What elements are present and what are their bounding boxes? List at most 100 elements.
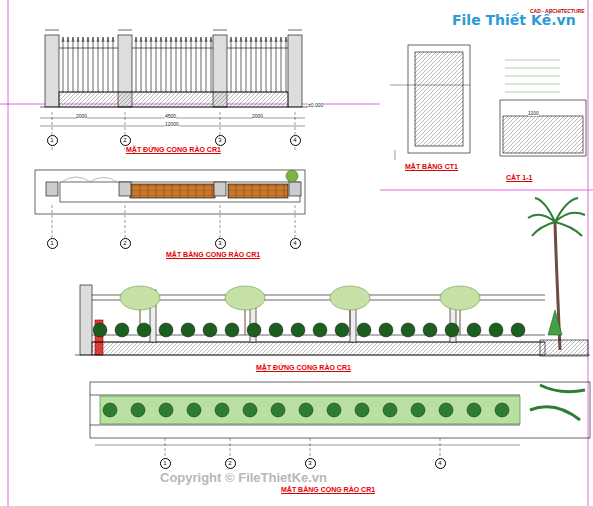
drawing-stroke — [247, 323, 261, 337]
drawing-stroke — [112, 37, 114, 92]
drawing-stroke — [67, 37, 69, 92]
view-title: MẶT BẰNG CỔNG RÀO CR1 — [165, 251, 261, 258]
drawing-stroke — [120, 286, 160, 310]
grid-bubble: 1 — [47, 135, 58, 146]
drawing-stroke — [103, 403, 117, 417]
drawing-stroke — [445, 323, 459, 337]
grid-bubble: 3 — [305, 458, 316, 469]
drawing-stroke — [379, 323, 393, 337]
drawing-stroke — [269, 323, 283, 337]
drawing-stroke — [313, 323, 327, 337]
grid-bubble: 4 — [290, 135, 301, 146]
drawing-stroke — [495, 403, 509, 417]
drawing-stroke — [467, 403, 481, 417]
drawing-stroke — [280, 37, 282, 92]
level-mark: ±0.000 — [308, 102, 323, 108]
dimension: 2000 — [252, 113, 263, 119]
grid-label: 4 — [293, 240, 296, 246]
drawing-stroke — [115, 323, 129, 337]
view-title: MẶT ĐỨNG CỔNG RÀO CR1 — [255, 364, 352, 371]
watermark-logo: File Thiết Kế.vn — [452, 12, 576, 28]
drawing-stroke — [255, 37, 257, 92]
grid-label: 3 — [308, 460, 311, 466]
drawing-stroke — [383, 403, 397, 417]
drawing-stroke — [260, 37, 262, 92]
drawing-stroke — [270, 37, 272, 92]
grid-bubble: 3 — [215, 135, 226, 146]
dimension: 12000 — [165, 121, 179, 127]
watermark: Copyright © FileThietKe.vn — [160, 470, 327, 485]
drawing-stroke — [195, 37, 197, 92]
drawing-stroke — [82, 37, 84, 92]
drawing-stroke — [150, 37, 152, 92]
grid-bubble: 1 — [160, 458, 171, 469]
grid-label: 2 — [228, 460, 231, 466]
drawing-stroke — [467, 323, 481, 337]
drawing-stroke — [275, 37, 277, 92]
drawing-stroke — [230, 37, 232, 92]
drawing-stroke — [225, 286, 265, 310]
dimension: 2000 — [76, 113, 87, 119]
drawing-stroke — [245, 37, 247, 92]
drawing-stroke — [181, 323, 195, 337]
drawing-stroke — [140, 37, 142, 92]
drawing-stroke — [200, 37, 202, 92]
drawing-stroke — [411, 403, 425, 417]
drawing-stroke — [175, 37, 177, 92]
drawing-stroke — [185, 37, 187, 92]
view-title: MẶT BẰNG CT1 — [404, 163, 459, 170]
grid-bubble: 3 — [215, 238, 226, 249]
grid-label: 1 — [50, 240, 53, 246]
grid-label: 3 — [218, 240, 221, 246]
drawing-stroke — [235, 37, 237, 92]
drawing-stroke — [215, 403, 229, 417]
drawing-stroke — [250, 37, 252, 92]
drawing-stroke — [72, 37, 74, 92]
drawing-stroke — [423, 323, 437, 337]
drawing-stroke — [439, 403, 453, 417]
grid-label: 1 — [163, 460, 166, 466]
drawing-stroke — [243, 403, 257, 417]
drawing-stroke — [357, 323, 371, 337]
drawing-stroke — [327, 403, 341, 417]
drawing-stroke — [203, 323, 217, 337]
grid-bubble: 4 — [290, 238, 301, 249]
watermark-text: CAD - ARCHITECTURE — [530, 8, 585, 14]
drawing-stroke — [511, 323, 525, 337]
drawing-stroke — [159, 323, 173, 337]
view-title: MẶT ĐỨNG CỔNG RÀO CR1 — [125, 146, 222, 153]
drawing-stroke — [180, 37, 182, 92]
drawing-stroke — [131, 403, 145, 417]
dimension: 4500 — [165, 113, 176, 119]
grid-label: 2 — [123, 240, 126, 246]
drawing-stroke — [93, 323, 107, 337]
grid-label: 4 — [438, 460, 441, 466]
grid-bubble: 2 — [225, 458, 236, 469]
drawing-stroke — [225, 323, 239, 337]
drawing-stroke — [190, 37, 192, 92]
grid-label: 3 — [218, 137, 221, 143]
drawing-stroke — [299, 403, 313, 417]
drawing-stroke — [355, 403, 369, 417]
drawing-stroke — [440, 286, 480, 310]
drawing-stroke — [170, 37, 172, 92]
drawing-stroke — [401, 323, 415, 337]
grid-label: 2 — [123, 137, 126, 143]
drawing-stroke — [159, 403, 173, 417]
grid-bubble: 2 — [120, 238, 131, 249]
drawing-stroke — [187, 403, 201, 417]
drawing-stroke — [285, 37, 287, 92]
grid-bubble: 2 — [120, 135, 131, 146]
drawing-stroke — [155, 37, 157, 92]
drawing-stroke — [335, 323, 349, 337]
view-title: CẮT 1-1 — [505, 174, 533, 181]
drawing-stroke — [145, 37, 147, 92]
drawing-stroke — [489, 323, 503, 337]
grid-bubble: 4 — [435, 458, 446, 469]
drawing-stroke — [87, 37, 89, 92]
drawing-stroke — [330, 286, 370, 310]
drawing-stroke — [291, 323, 305, 337]
grid-label: 4 — [293, 137, 296, 143]
grid-label: 1 — [50, 137, 53, 143]
